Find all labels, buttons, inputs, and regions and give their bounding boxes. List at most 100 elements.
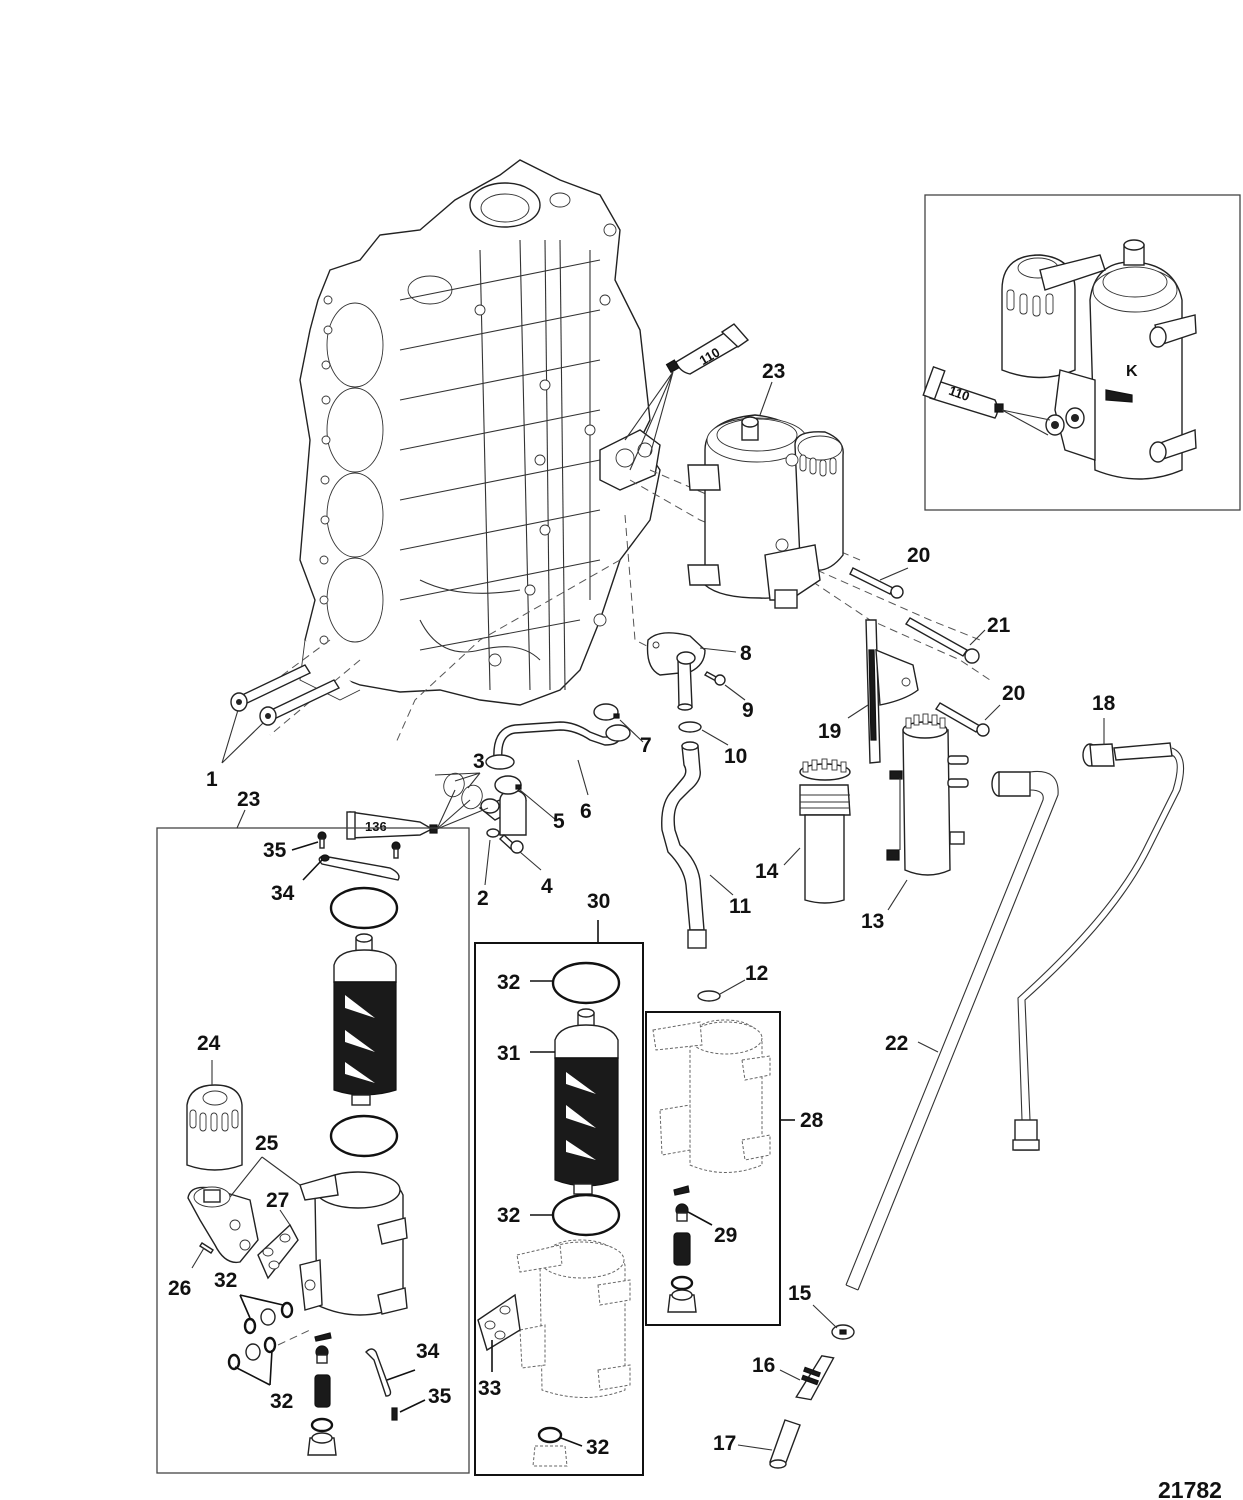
callout-33: 33 — [478, 1377, 501, 1400]
callout-4: 4 — [541, 875, 553, 898]
part-32-o-ring-bottom — [537, 1426, 563, 1444]
callout-25: 25 — [255, 1132, 279, 1155]
callout-19: 19 — [818, 720, 841, 743]
callout-31: 31 — [497, 1042, 521, 1065]
callout-32a: 32 — [214, 1269, 237, 1292]
part-23-filter-assembly — [687, 414, 844, 609]
part-1-bolts — [230, 664, 341, 726]
figure-number: 21782 — [1158, 1477, 1222, 1500]
svg-text:136: 136 — [365, 819, 387, 834]
callout-14: 14 — [755, 860, 779, 883]
part-12-o-ring — [697, 990, 721, 1002]
callout-35a: 35 — [263, 839, 287, 862]
svg-text:110: 110 — [947, 383, 972, 404]
callout-30: 30 — [587, 890, 610, 913]
filter-mount-boss — [599, 429, 661, 491]
box-30 — [474, 942, 644, 1476]
part-16-fitting — [795, 1355, 835, 1401]
callout-9: 9 — [742, 699, 754, 722]
ghost-housing-box30 — [516, 1239, 631, 1398]
callout-8: 8 — [740, 642, 752, 665]
callout-35b: 35 — [428, 1385, 452, 1408]
part-6-hose — [485, 721, 631, 770]
callout-15: 15 — [788, 1282, 812, 1305]
callout-5: 5 — [553, 810, 565, 833]
callout-6: 6 — [580, 800, 592, 823]
callout-32c: 32 — [497, 971, 520, 994]
callout-34b: 34 — [416, 1340, 440, 1363]
part-34-strap-upper — [318, 854, 400, 881]
ghost-housing-box28 — [652, 1019, 771, 1173]
callout-11: 11 — [729, 895, 752, 918]
part-2-fitting — [478, 789, 527, 838]
callout-16: 16 — [752, 1354, 775, 1377]
callout-18: 18 — [1092, 692, 1116, 715]
callout-2: 2 — [477, 887, 489, 910]
callout-1: 1 — [206, 768, 218, 791]
sealant-tube-110-inset: 110 — [922, 365, 1051, 436]
part-13-housing — [886, 713, 969, 876]
part-17-plug — [769, 1419, 801, 1469]
callout-24: 24 — [197, 1032, 221, 1055]
callout-27: 27 — [266, 1189, 289, 1212]
callout-23b: 23 — [237, 788, 260, 811]
callout-26: 26 — [168, 1277, 191, 1300]
part-35-screw-lower — [391, 1407, 398, 1421]
callout-21: 21 — [987, 614, 1011, 637]
part-10-o-ring — [678, 721, 702, 733]
part-drain-valve-box23 — [307, 1332, 337, 1456]
callout-32d: 32 — [497, 1204, 520, 1227]
callout-13: 13 — [861, 910, 884, 933]
part-34-strap-lower — [365, 1348, 392, 1397]
part-31-filter-element — [554, 1008, 619, 1195]
part-o-ring-upper-box23 — [329, 886, 399, 930]
engine-block — [299, 159, 661, 706]
part-8-elbow-cover — [646, 632, 706, 711]
part-filter-element-box23 — [333, 933, 397, 1106]
part-o-ring-lower-box23 — [329, 1114, 399, 1158]
callout-29: 29 — [714, 1224, 737, 1247]
part-32-o-ring-top — [551, 961, 621, 1005]
part-29-drain-valve — [667, 1185, 697, 1313]
callout-28: 28 — [800, 1109, 824, 1132]
callout-22: 22 — [885, 1032, 908, 1055]
part-7-clamp — [593, 703, 620, 721]
inset-detail: K 110 — [922, 194, 1241, 511]
part-14-filter-element — [799, 758, 851, 904]
part-19-bracket — [865, 619, 919, 764]
callout-34a: 34 — [271, 882, 295, 905]
part-24-spin-on-filter — [186, 1084, 243, 1171]
part-11-hose — [661, 741, 707, 949]
svg-text:K: K — [1126, 363, 1138, 380]
callout-3: 3 — [473, 750, 485, 773]
part-20-bolt-lower — [935, 702, 990, 737]
part-32-o-ring-middle — [551, 1193, 621, 1237]
callout-12: 12 — [745, 962, 768, 985]
part-25-filter-head — [187, 1186, 259, 1264]
part-15-clamp — [831, 1324, 855, 1340]
part-18-fuel-line — [1012, 742, 1185, 1151]
cylinder-bores — [326, 302, 384, 643]
part-22-fuel-line — [845, 770, 1059, 1291]
callout-7: 7 — [640, 734, 652, 757]
part-4-screw — [498, 834, 524, 854]
part-5-clamp — [494, 775, 522, 795]
callout-23a: 23 — [762, 360, 785, 383]
callout-10: 10 — [724, 745, 747, 768]
part-20-bolt-upper — [849, 567, 904, 599]
part-25-filter-housing — [299, 1171, 408, 1316]
part-26-screw — [199, 1242, 214, 1254]
callout-32b: 32 — [270, 1390, 293, 1413]
part-9-screw — [703, 671, 726, 686]
callout-20a: 20 — [907, 544, 930, 567]
part-32-o-rings-box23 — [227, 1301, 311, 1371]
part-33-gasket — [477, 1293, 521, 1352]
sealant-tube-136: 136 — [346, 789, 489, 840]
part-27-gasket — [257, 1223, 299, 1280]
part-21-bolt — [904, 617, 980, 664]
box-28 — [645, 1011, 781, 1326]
callout-32e: 32 — [586, 1436, 609, 1459]
part-35-screws-upper — [317, 831, 401, 859]
box-23 — [156, 827, 470, 1474]
